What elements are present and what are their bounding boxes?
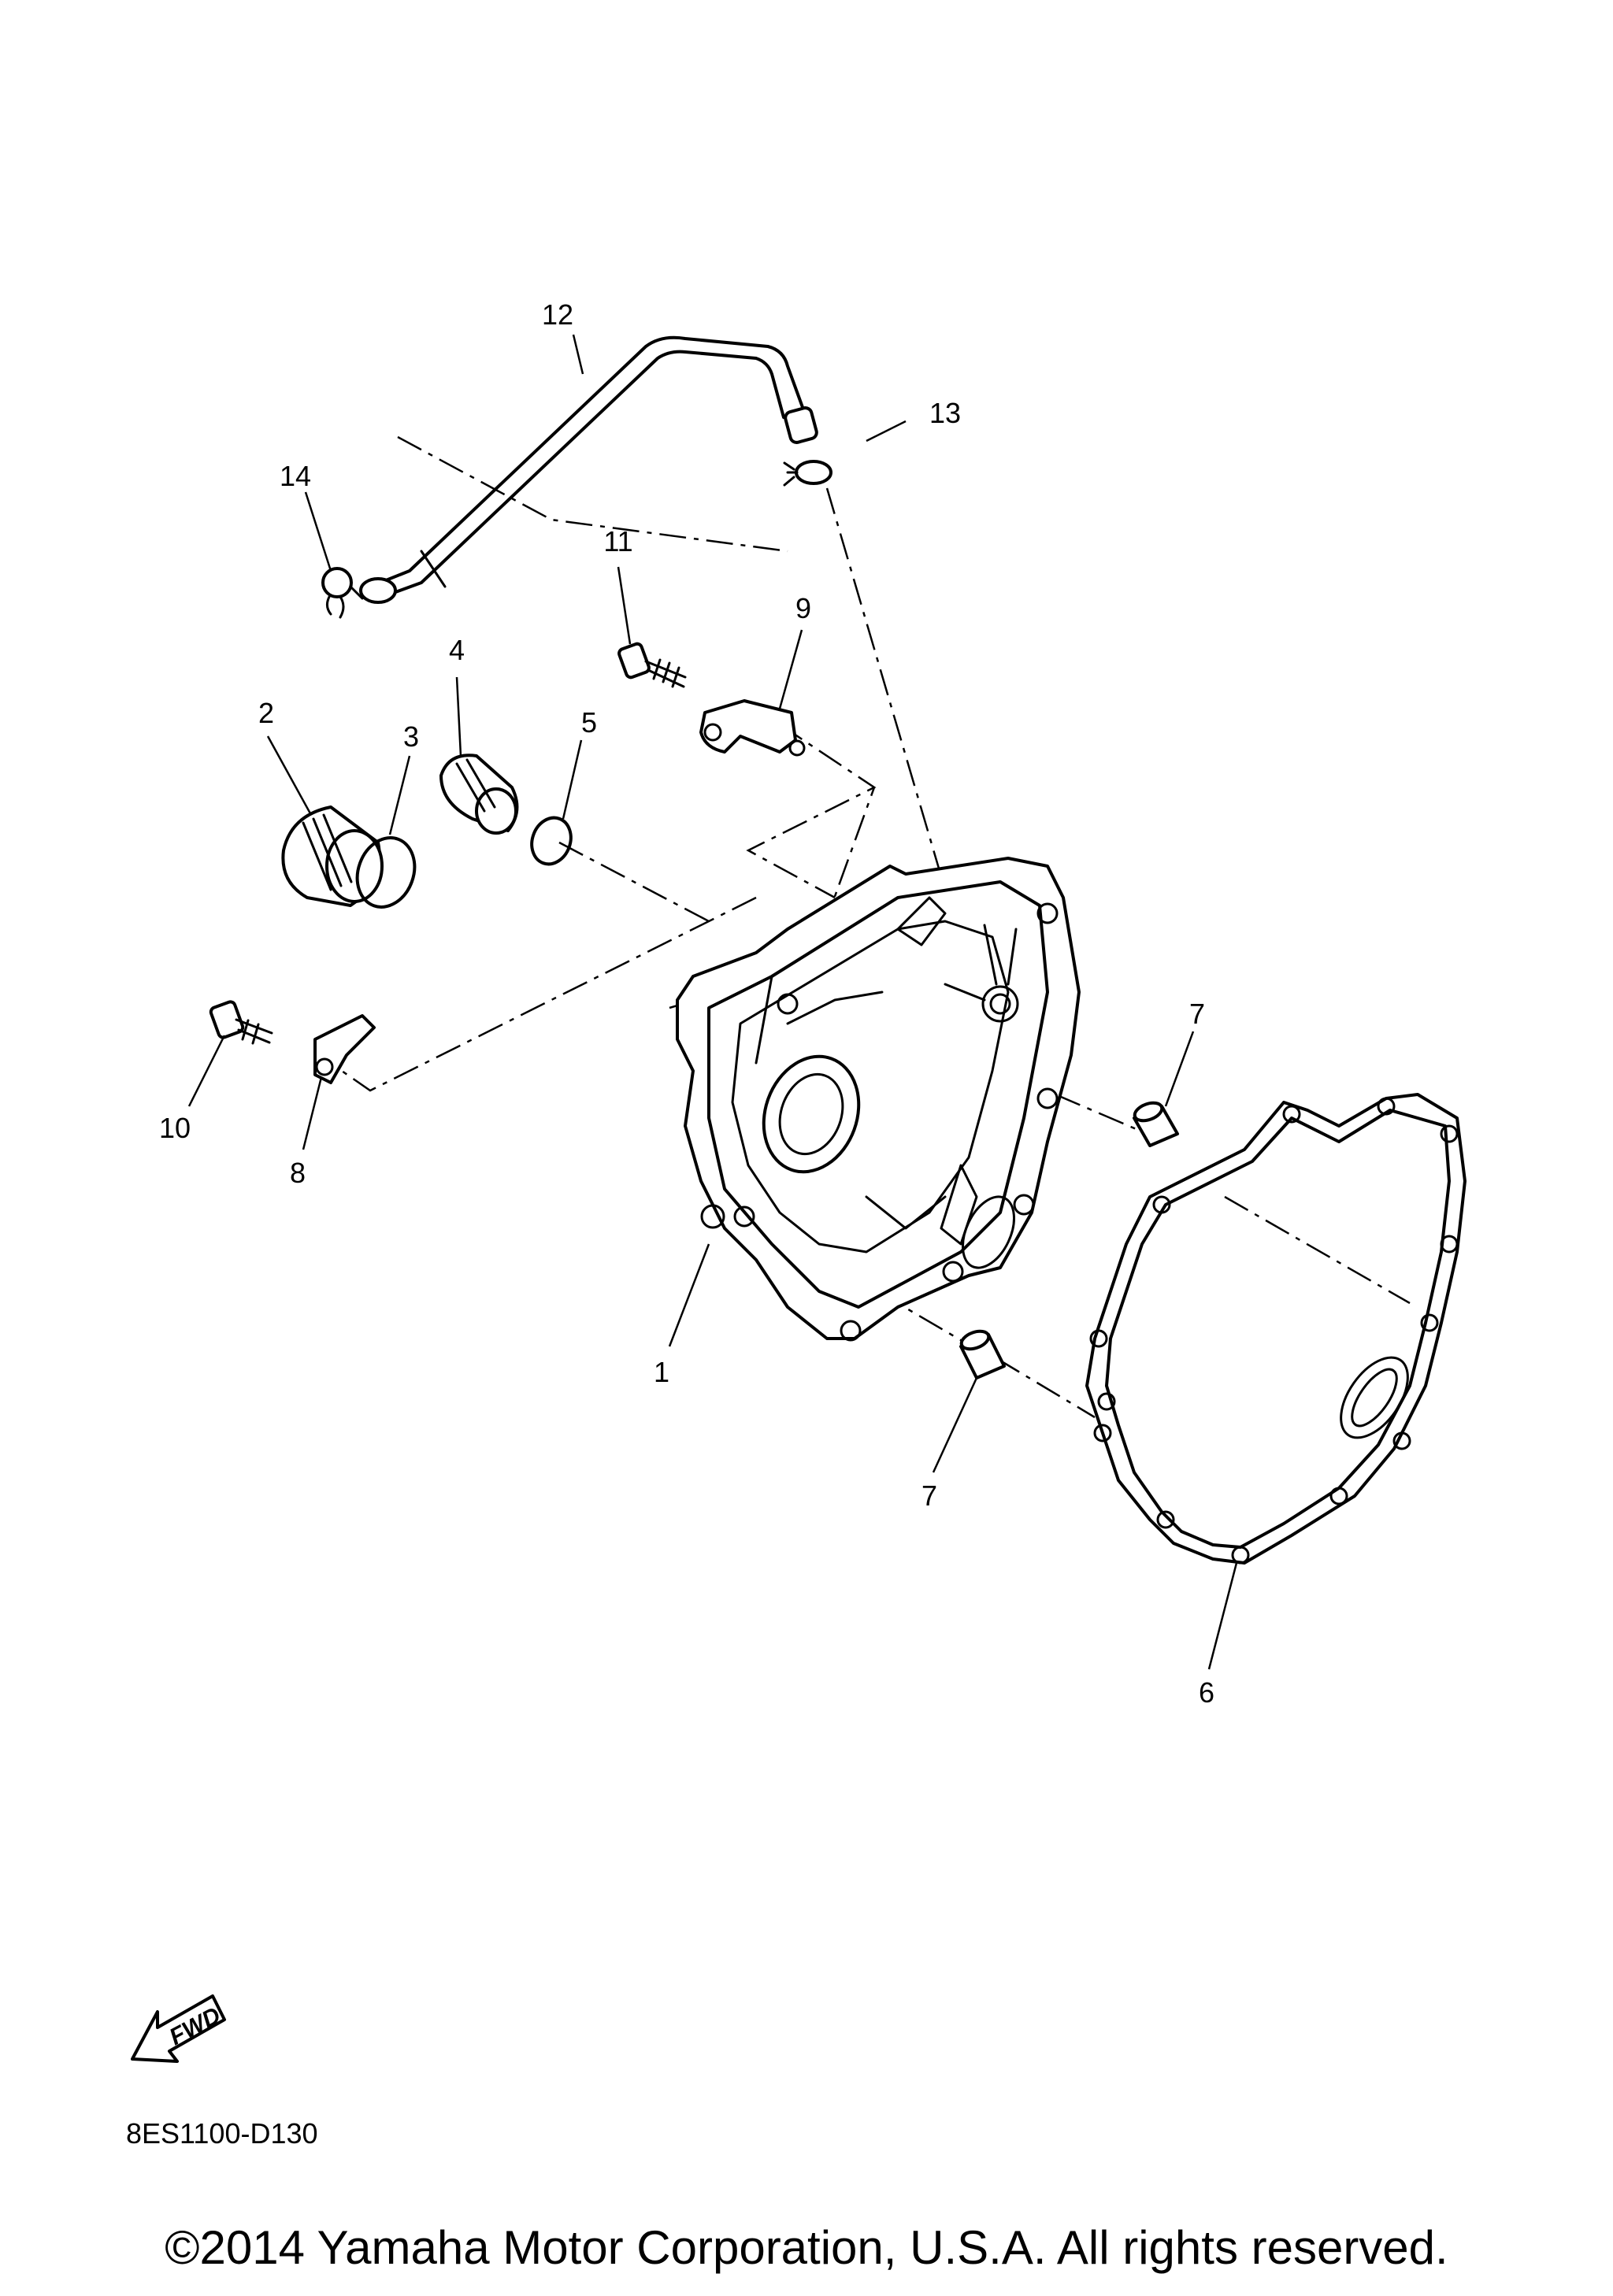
bolt-11 [617, 642, 687, 688]
callout-1: 1 [654, 1356, 669, 1388]
bolt-10 [209, 1000, 273, 1045]
callout-2: 2 [258, 697, 274, 729]
hose-clamp-14 [321, 567, 364, 619]
callout-13: 13 [929, 397, 961, 429]
callout-14: 14 [280, 460, 311, 492]
clip-8 [313, 1014, 376, 1084]
crankcase-cover [676, 857, 1081, 1342]
callout-9: 9 [795, 592, 811, 624]
bracket-9 [699, 699, 806, 757]
leader-lines [187, 334, 1238, 1670]
copyright-notice: ©2014 Yamaha Motor Corporation, U.S.A. A… [165, 2221, 1448, 2274]
callout-10: 10 [159, 1112, 191, 1144]
callout-4: 4 [449, 634, 465, 666]
dowel-7-lower [959, 1329, 1006, 1379]
callout-3: 3 [403, 720, 419, 753]
hose-clamp-13 [783, 460, 832, 487]
breather-hose [359, 335, 818, 604]
callout-12: 12 [542, 298, 573, 331]
o-ring-3 [355, 836, 417, 909]
callout-7-upper: 7 [1189, 998, 1205, 1030]
dowel-7-upper [1133, 1101, 1179, 1147]
callout-8: 8 [290, 1157, 306, 1189]
callouts: 12 13 14 11 9 4 2 3 5 10 8 1 7 7 6 [159, 298, 1214, 1709]
fwd-arrow-icon: FWD [131, 1994, 226, 2063]
callout-7-lower: 7 [921, 1479, 937, 1512]
cap-2 [281, 805, 384, 907]
callout-6: 6 [1199, 1676, 1214, 1709]
o-ring-5 [530, 816, 573, 866]
plug-4 [439, 754, 519, 835]
diagram-code: 8ES1100-D130 [126, 2117, 318, 2150]
callout-5: 5 [581, 706, 597, 739]
gasket-6 [1085, 1093, 1467, 1565]
callout-11: 11 [603, 525, 632, 557]
